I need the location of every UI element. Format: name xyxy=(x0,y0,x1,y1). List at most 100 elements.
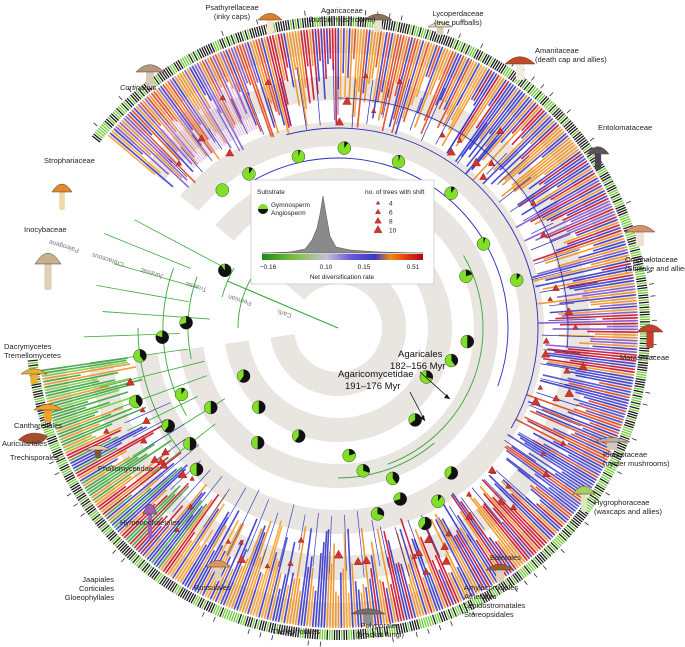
shift-triangle xyxy=(353,557,363,565)
shift-triangle xyxy=(287,560,294,566)
clade-label-strophariaceae: Strophariaceae xyxy=(44,156,95,165)
shift-triangle xyxy=(572,324,579,330)
cortinarius-mushroom-icon xyxy=(135,64,165,88)
shift-triangle xyxy=(441,556,451,565)
legend-shift-title: no. of trees with shift xyxy=(365,189,425,196)
shift-triangle xyxy=(530,199,537,206)
shift-count-label: 4 xyxy=(389,201,393,208)
rate-tick-label: 0.51 xyxy=(407,264,420,271)
shift-triangle xyxy=(161,447,170,456)
clade-label-agaricaceae: (button mushrooms) xyxy=(308,15,376,24)
shift-triangle xyxy=(563,367,571,374)
strophariaceae-mushroom-icon xyxy=(51,183,73,210)
shift-triangle xyxy=(540,450,547,456)
shift-triangle xyxy=(189,475,195,481)
shift-triangle xyxy=(140,436,148,444)
shift-triangle xyxy=(197,134,206,142)
agaricaceae-mushroom-icon xyxy=(363,13,393,32)
clade-label-pleurotaceae: (oyster mushrooms) xyxy=(603,459,670,468)
shift-triangle xyxy=(465,511,475,520)
shift-triangle xyxy=(530,396,541,406)
clade-label-lycoperdaceae: Lycoperdaceae xyxy=(432,9,483,18)
psathyrellaceae-mushroom-icon xyxy=(257,13,283,34)
clade-label-amylocorticiales: Lepidostromatales xyxy=(464,601,526,610)
shift-count-label: 10 xyxy=(389,228,397,235)
shift-triangle xyxy=(542,470,550,477)
shift-triangle xyxy=(541,349,551,358)
clade-label-jaapiales: Gloeophyllales xyxy=(65,593,114,602)
clade-label-trechisporales: Trechisporales xyxy=(10,453,59,462)
clade-label-amanitaceae: Amanitaceae xyxy=(535,46,579,55)
amanitaceae-mushroom-icon xyxy=(504,56,536,80)
shift-triangle xyxy=(487,465,497,473)
agaricomycetidae-range: 191–176 Myr xyxy=(345,381,400,392)
shift-triangle xyxy=(509,503,517,510)
clade-label-polyporales: (bracket fungi) xyxy=(356,630,404,639)
geologic-era-bands xyxy=(42,29,636,627)
legend-substrate-title: Substrate xyxy=(257,189,285,196)
pie-node xyxy=(215,183,229,197)
shift-triangle xyxy=(446,147,456,156)
shift-triangle xyxy=(373,225,383,233)
clade-label-psathyrellaceae: (inky caps) xyxy=(214,12,251,21)
shift-triangle xyxy=(537,384,544,390)
shift-triangle xyxy=(103,427,110,434)
clade-label-amylocorticiales: Atheliales xyxy=(464,592,497,601)
shift-count-label: 6 xyxy=(389,210,393,217)
clade-labels: Psathyrellaceae(inky caps)Agaricaceae(bu… xyxy=(2,3,685,639)
dacrymycetes-mushroom-icon xyxy=(20,368,48,384)
shift-triangle xyxy=(542,337,550,344)
shift-triangle xyxy=(479,172,488,180)
shift-triangle xyxy=(496,126,505,134)
shift-triangle xyxy=(125,377,135,386)
shift-triangle xyxy=(547,296,553,302)
era-label: Permian xyxy=(227,293,253,307)
clade-label-auriculariales: Auriculariales xyxy=(2,439,47,448)
agaricales-title: Agaricales xyxy=(398,349,443,360)
cantharellales-mushroom-icon xyxy=(33,403,63,422)
agaricales-range: 182–156 Myr xyxy=(390,361,445,372)
polyporales-mushroom-icon xyxy=(350,608,386,624)
marasmiaceae-mushroom-icon xyxy=(636,324,664,348)
hymenochaetales-mushroom-icon xyxy=(142,503,158,538)
shift-triangle xyxy=(264,563,271,569)
clade-label-thelephorales: Thelephorales xyxy=(272,627,320,636)
shift-triangle xyxy=(219,94,226,101)
shift-triangle xyxy=(187,503,194,510)
shift-triangle xyxy=(333,549,344,559)
shift-triangle xyxy=(371,108,377,113)
shift-triangle xyxy=(264,78,272,86)
clade-label-jaapiales: Jaapiales xyxy=(82,575,114,584)
shift-triangle xyxy=(236,554,246,563)
legend-angiosperm: Angiosperm xyxy=(271,210,306,217)
shift-triangle xyxy=(362,72,369,78)
era-label: Jurassic xyxy=(139,266,165,280)
rate-density-curve xyxy=(261,195,424,254)
clade-label-inocybaceae: Inocybaceae xyxy=(24,225,67,234)
shift-triangle xyxy=(361,555,371,565)
shift-triangle xyxy=(560,440,567,446)
shift-triangle xyxy=(159,460,169,469)
clade-label-russulales: Russulales xyxy=(194,583,231,592)
shift-triangle xyxy=(422,567,430,575)
shift-triangle xyxy=(177,469,188,479)
shift-triangle xyxy=(552,394,560,402)
clade-label-dacrymycetes: Tremellomycetes xyxy=(4,351,61,360)
clade-label-boletales: Boletales xyxy=(490,553,521,562)
clade-label-omphalotaceae: (Shiitake and allies) xyxy=(625,264,685,273)
shift-triangle xyxy=(505,483,512,489)
agaricomycetidae-annotation: Agaricomycetidae 191–176 Myr xyxy=(338,369,426,422)
shift-triangle xyxy=(411,553,418,559)
shift-triangle xyxy=(175,160,183,166)
substrate-ring xyxy=(27,9,657,647)
shift-triangle xyxy=(173,526,180,532)
shift-triangle xyxy=(424,535,433,543)
clade-label-omphalotaceae: Omphalotaceae xyxy=(625,255,678,264)
shift-triangle xyxy=(456,137,463,143)
phallomycetidae-mushroom-icon xyxy=(85,445,111,458)
tree-tip-fan xyxy=(40,27,639,629)
shift-triangle xyxy=(335,117,344,126)
shift-triangle xyxy=(342,96,352,105)
russulales-mushroom-icon xyxy=(205,560,231,581)
